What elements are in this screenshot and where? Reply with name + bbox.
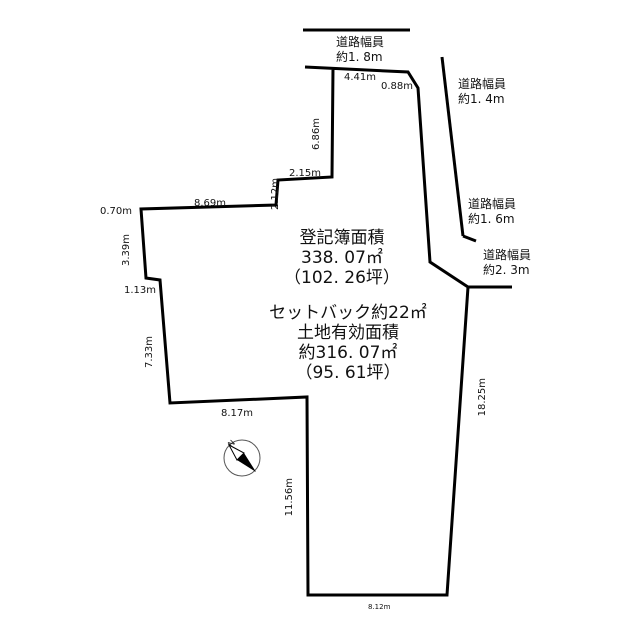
road-width-label-right-2: 道路幅員 約1. 6m	[468, 197, 516, 227]
dimension-label: 0.70m	[100, 206, 133, 217]
road-line-right-upper	[440, 56, 465, 237]
road-width-label-top: 道路幅員 約1. 8m	[336, 35, 384, 65]
effective-area-tsubo: （95. 61坪）	[295, 363, 401, 383]
effective-area-block: セットバック約22㎡ 土地有効面積 約316. 07㎡ （95. 61坪）	[238, 303, 458, 383]
dimension-label: 0.88m	[381, 81, 414, 92]
road-label-width: 約2. 3m	[483, 263, 530, 277]
registered-area-tsubo: （102. 26坪）	[284, 268, 400, 288]
effective-area-sqm: 約316. 07㎡	[298, 343, 398, 363]
road-width-label-right-3: 道路幅員 約2. 3m	[483, 248, 531, 278]
dimension-label: 6.86m	[311, 118, 322, 151]
road-label-title: 道路幅員	[468, 197, 517, 211]
dimension-label: 11.56m	[284, 478, 295, 517]
registered-area-sqm: 338. 07㎡	[301, 248, 383, 268]
parcel-boundary	[139, 65, 470, 597]
effective-area-title: 土地有効面積	[297, 323, 399, 343]
dimension-label: 3.39m	[121, 234, 132, 267]
dimension-label: 8.69m	[194, 198, 227, 209]
road-label-title: 道路幅員	[336, 35, 385, 49]
road-line-right-corner	[462, 234, 477, 243]
dimension-label: 18.25m	[477, 378, 488, 417]
dimension-label: 4.41m	[344, 72, 377, 83]
dimension-label: 8.12m	[368, 603, 391, 611]
dimension-label: 7.33m	[144, 336, 155, 369]
dimension-label: 1.13m	[124, 285, 157, 296]
dimension-label: 8.17m	[221, 408, 254, 419]
dimension-label: 2.12m	[270, 178, 281, 211]
north-compass-icon	[223, 439, 261, 477]
setback-area-text: セットバック約22㎡	[269, 303, 427, 323]
road-width-label-right-1: 道路幅員 約1. 4m	[458, 77, 506, 107]
road-label-width: 約1. 6m	[468, 212, 515, 226]
road-label-title: 道路幅員	[458, 77, 507, 91]
road-label-title: 道路幅員	[483, 248, 532, 262]
registered-area-title: 登記簿面積	[299, 228, 385, 248]
road-label-width: 約1. 8m	[336, 50, 383, 64]
registered-area-block: 登記簿面積 338. 07㎡ （102. 26坪）	[232, 228, 452, 288]
road-label-width: 約1. 4m	[458, 92, 505, 106]
dimension-label: 2.15m	[289, 168, 322, 179]
